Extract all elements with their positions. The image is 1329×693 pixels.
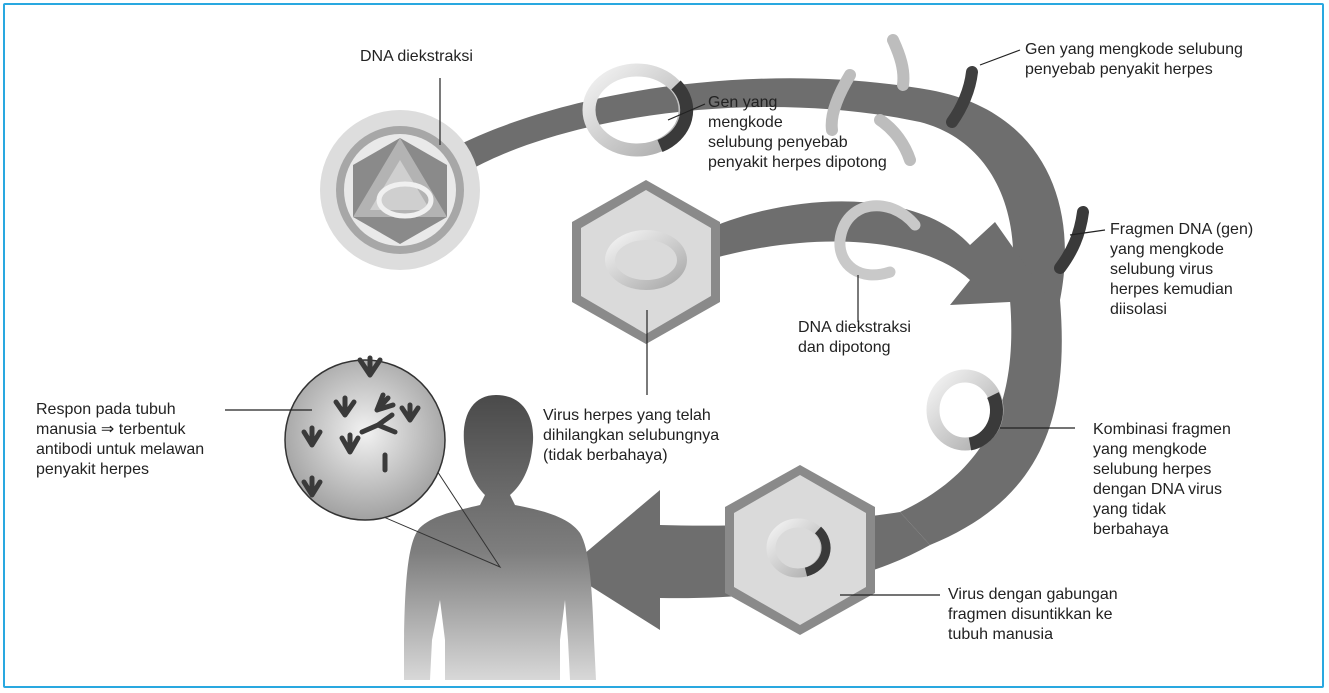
label-dna-extracted-cut: DNA diekstraksi dan dipotong — [798, 318, 911, 358]
label-body-response: Respon pada tubuh manusia ⇒ terbentuk an… — [36, 400, 204, 480]
label-injected: Virus dengan gabungan fragmen disuntikka… — [948, 585, 1118, 645]
label-gene-cut: Gen yang mengkode selubung penyebab peny… — [708, 93, 887, 173]
label-fragment-isolated: Fragmen DNA (gen) yang mengkode selubung… — [1110, 220, 1253, 320]
virus-circle-icon — [320, 110, 480, 270]
label-gene-coat: Gen yang mengkode selubung penyebab peny… — [1025, 40, 1243, 80]
label-harmless-virus: Virus herpes yang telah dihilangkan selu… — [543, 406, 719, 466]
right-arrow-band — [900, 300, 1062, 545]
label-combination: Kombinasi fragmen yang mengkode selubung… — [1093, 420, 1231, 540]
inner-arrow-band — [710, 201, 1050, 305]
combined-virus-hexagon-icon — [725, 465, 875, 635]
combination-ring-icon — [933, 376, 997, 444]
label-dna-extracted: DNA diekstraksi — [360, 47, 473, 67]
harmless-virus-hexagon-icon — [572, 180, 720, 344]
